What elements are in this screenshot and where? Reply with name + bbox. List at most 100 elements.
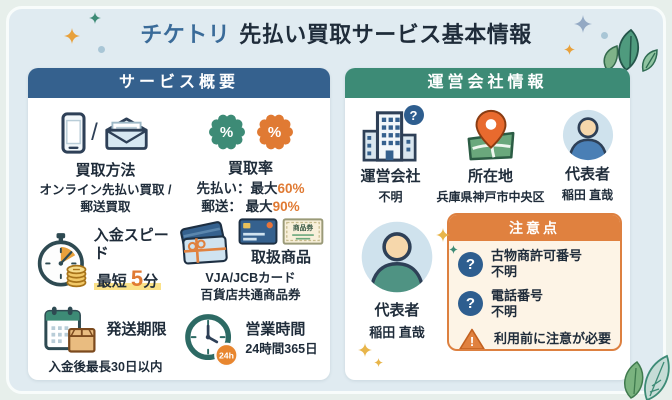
method-heading: 買取方法 — [75, 162, 136, 180]
representative-value: 稲田 直哉 — [561, 188, 614, 202]
company-info-row: ? 運営会社 不明 所在地 兵庫県神戸市中央区 — [345, 98, 630, 205]
business-hours-item: 24h 営業時間 24時間365日 — [177, 304, 324, 376]
credit-card-icon — [238, 217, 278, 245]
deadline-heading: 発送期限 — [106, 320, 167, 338]
sparkle-icon — [574, 15, 592, 33]
person-avatar-icon — [361, 221, 433, 293]
company-value: 不明 — [378, 190, 403, 204]
warning-icon: ! — [459, 328, 485, 349]
title-text: 先払い買取サービス基本情報 — [239, 22, 532, 47]
map-pin-icon — [467, 109, 514, 161]
location-heading: 所在地 — [467, 168, 513, 185]
speed-unit: 分 — [143, 273, 159, 291]
caution-line1: 利用前に注意が必要 — [494, 331, 612, 347]
representative2-value: 稲田 直哉 — [369, 325, 425, 340]
caution-box: 注意点 ? 古物商許可番号 不明 ? 電話番号 不明 — [447, 213, 622, 351]
question-icon: ? — [458, 291, 483, 317]
smartphone-icon — [61, 112, 86, 154]
location-value: 兵庫県神戸市中央区 — [436, 190, 545, 204]
envelope-icon — [105, 117, 148, 150]
gift-voucher-icon: 商品券 — [282, 217, 324, 245]
service-overview-header: サービス概要 — [28, 68, 330, 98]
method-text: オンライン先払い買取 / 郵送買取 — [40, 182, 172, 216]
representative-item: 代表者 稲田 直哉 — [549, 108, 627, 205]
company-info-panel: 運営会社情報 ? — [345, 68, 630, 380]
purchase-rate-item: % % 買取率 先払い：最大60% 郵送： 最大90% — [177, 104, 324, 216]
representative-item-large: 代表者 稲田 直哉 — [349, 213, 445, 351]
rate-line1-value: 60% — [277, 180, 305, 196]
representative-heading: 代表者 — [564, 166, 610, 183]
products-heading: 取扱商品 — [250, 248, 311, 266]
method-icons: / — [61, 108, 150, 157]
caution-line2: 不明 — [491, 264, 518, 280]
products-item: 商品券 取扱商品 VJA/JCBカード 百貨店共通商品券 — [177, 216, 324, 304]
badge-24h: 24h — [219, 350, 234, 360]
caution-line1: 電話番号 — [491, 287, 544, 303]
question-icon: ? — [458, 251, 483, 277]
caution-body: ? 古物商許可番号 不明 ? 電話番号 不明 ! — [449, 241, 620, 349]
sparkle-icon — [374, 358, 383, 367]
service-overview-panel: サービス概要 / 買取方法 オンライン — [28, 68, 330, 380]
exclamation-mark: ! — [470, 334, 474, 349]
voucher-label: 商品券 — [293, 223, 314, 232]
sparkle-icon — [89, 12, 101, 24]
rate-text: 先払い：最大60% 郵送： 最大90% — [196, 180, 304, 216]
percent-badge-orange-icon: % — [255, 112, 295, 152]
sparkle-icon — [358, 343, 372, 357]
company-item: ? 運営会社 不明 — [349, 105, 433, 205]
question-bubble-icon: ? — [403, 105, 424, 125]
caution-item-text: 古物商許可番号 不明 — [491, 248, 582, 281]
company-info-header: 運営会社情報 — [345, 68, 630, 98]
gift-cards-icon — [180, 221, 228, 265]
percent-sign: % — [219, 123, 234, 141]
speed-value: 最短 5分 — [93, 266, 162, 292]
caution-item-text: 電話番号 不明 — [491, 288, 543, 321]
rate-heading: 買取率 — [227, 159, 273, 177]
clock-24h-icon: 24h — [185, 313, 240, 367]
slash-separator: / — [91, 118, 98, 146]
building-icon: ? — [360, 105, 424, 164]
leaves-icon — [624, 354, 670, 400]
company-info-row2: 代表者 稲田 直哉 注意点 ? 古物商許可番号 不明 ? 電話番号 不明 — [345, 213, 630, 351]
caution-header: 注意点 — [449, 215, 620, 241]
company-heading: 運営会社 — [360, 168, 421, 185]
speed-number: 5 — [130, 266, 144, 292]
shipping-deadline-item: 発送期限 入金後最長30日以内 — [34, 304, 177, 376]
rate-line2-label: 郵送： 最大 — [201, 198, 273, 214]
hours-text: 営業時間 24時間365日 — [245, 321, 317, 358]
page-title: チケトリ先払い買取サービス基本情報 — [0, 17, 672, 49]
representative2-heading: 代表者 — [374, 302, 420, 319]
calendar-box-icon — [44, 306, 97, 353]
percent-badge-teal-icon: % — [207, 112, 247, 152]
percent-sign: % — [267, 123, 282, 141]
rate-line1-label: 先払い：最大 — [196, 180, 278, 196]
sparkle-icon — [449, 245, 458, 254]
sparkle-icon — [64, 28, 80, 44]
hours-heading: 営業時間 — [245, 321, 306, 339]
products-text: VJA/JCBカード 百貨店共通商品券 — [200, 270, 300, 304]
rate-badges: % % — [207, 110, 295, 155]
sparkle-icon — [436, 228, 450, 242]
caution-item: ? 電話番号 不明 — [458, 288, 611, 321]
speed-text: 入金スピード 最短 5分 — [93, 227, 177, 292]
hours-value: 24時間365日 — [245, 342, 318, 357]
purchase-method-item: / 買取方法 オンライン先払い買取 / 郵送買取 — [34, 104, 177, 216]
products-line1: VJA/JCBカード — [205, 271, 296, 285]
deadline-text: 入金後最長30日以内 — [48, 359, 163, 374]
leaves-icon — [603, 28, 658, 72]
stopwatch-coins-icon — [37, 233, 87, 288]
method-line1: オンライン先払い買取 / — [39, 183, 172, 198]
brand-name: チケトリ — [140, 22, 231, 47]
caution-item: ! 利用前に注意が必要 — [458, 327, 611, 349]
dot-icon — [601, 32, 608, 39]
speed-heading: 入金スピード — [93, 227, 169, 263]
method-line2: 郵送買取 — [80, 200, 131, 215]
caution-line2: 不明 — [491, 303, 518, 319]
dot-icon — [98, 46, 105, 53]
person-avatar-icon — [562, 109, 613, 161]
deposit-speed-item: 入金スピード 最短 5分 — [34, 216, 177, 304]
caution-item-text: 利用前に注意が必要 — [494, 331, 611, 347]
service-overview-body: / 買取方法 オンライン先払い買取 / 郵送買取 — [28, 98, 330, 380]
speed-prefix: 最短 — [96, 273, 131, 291]
